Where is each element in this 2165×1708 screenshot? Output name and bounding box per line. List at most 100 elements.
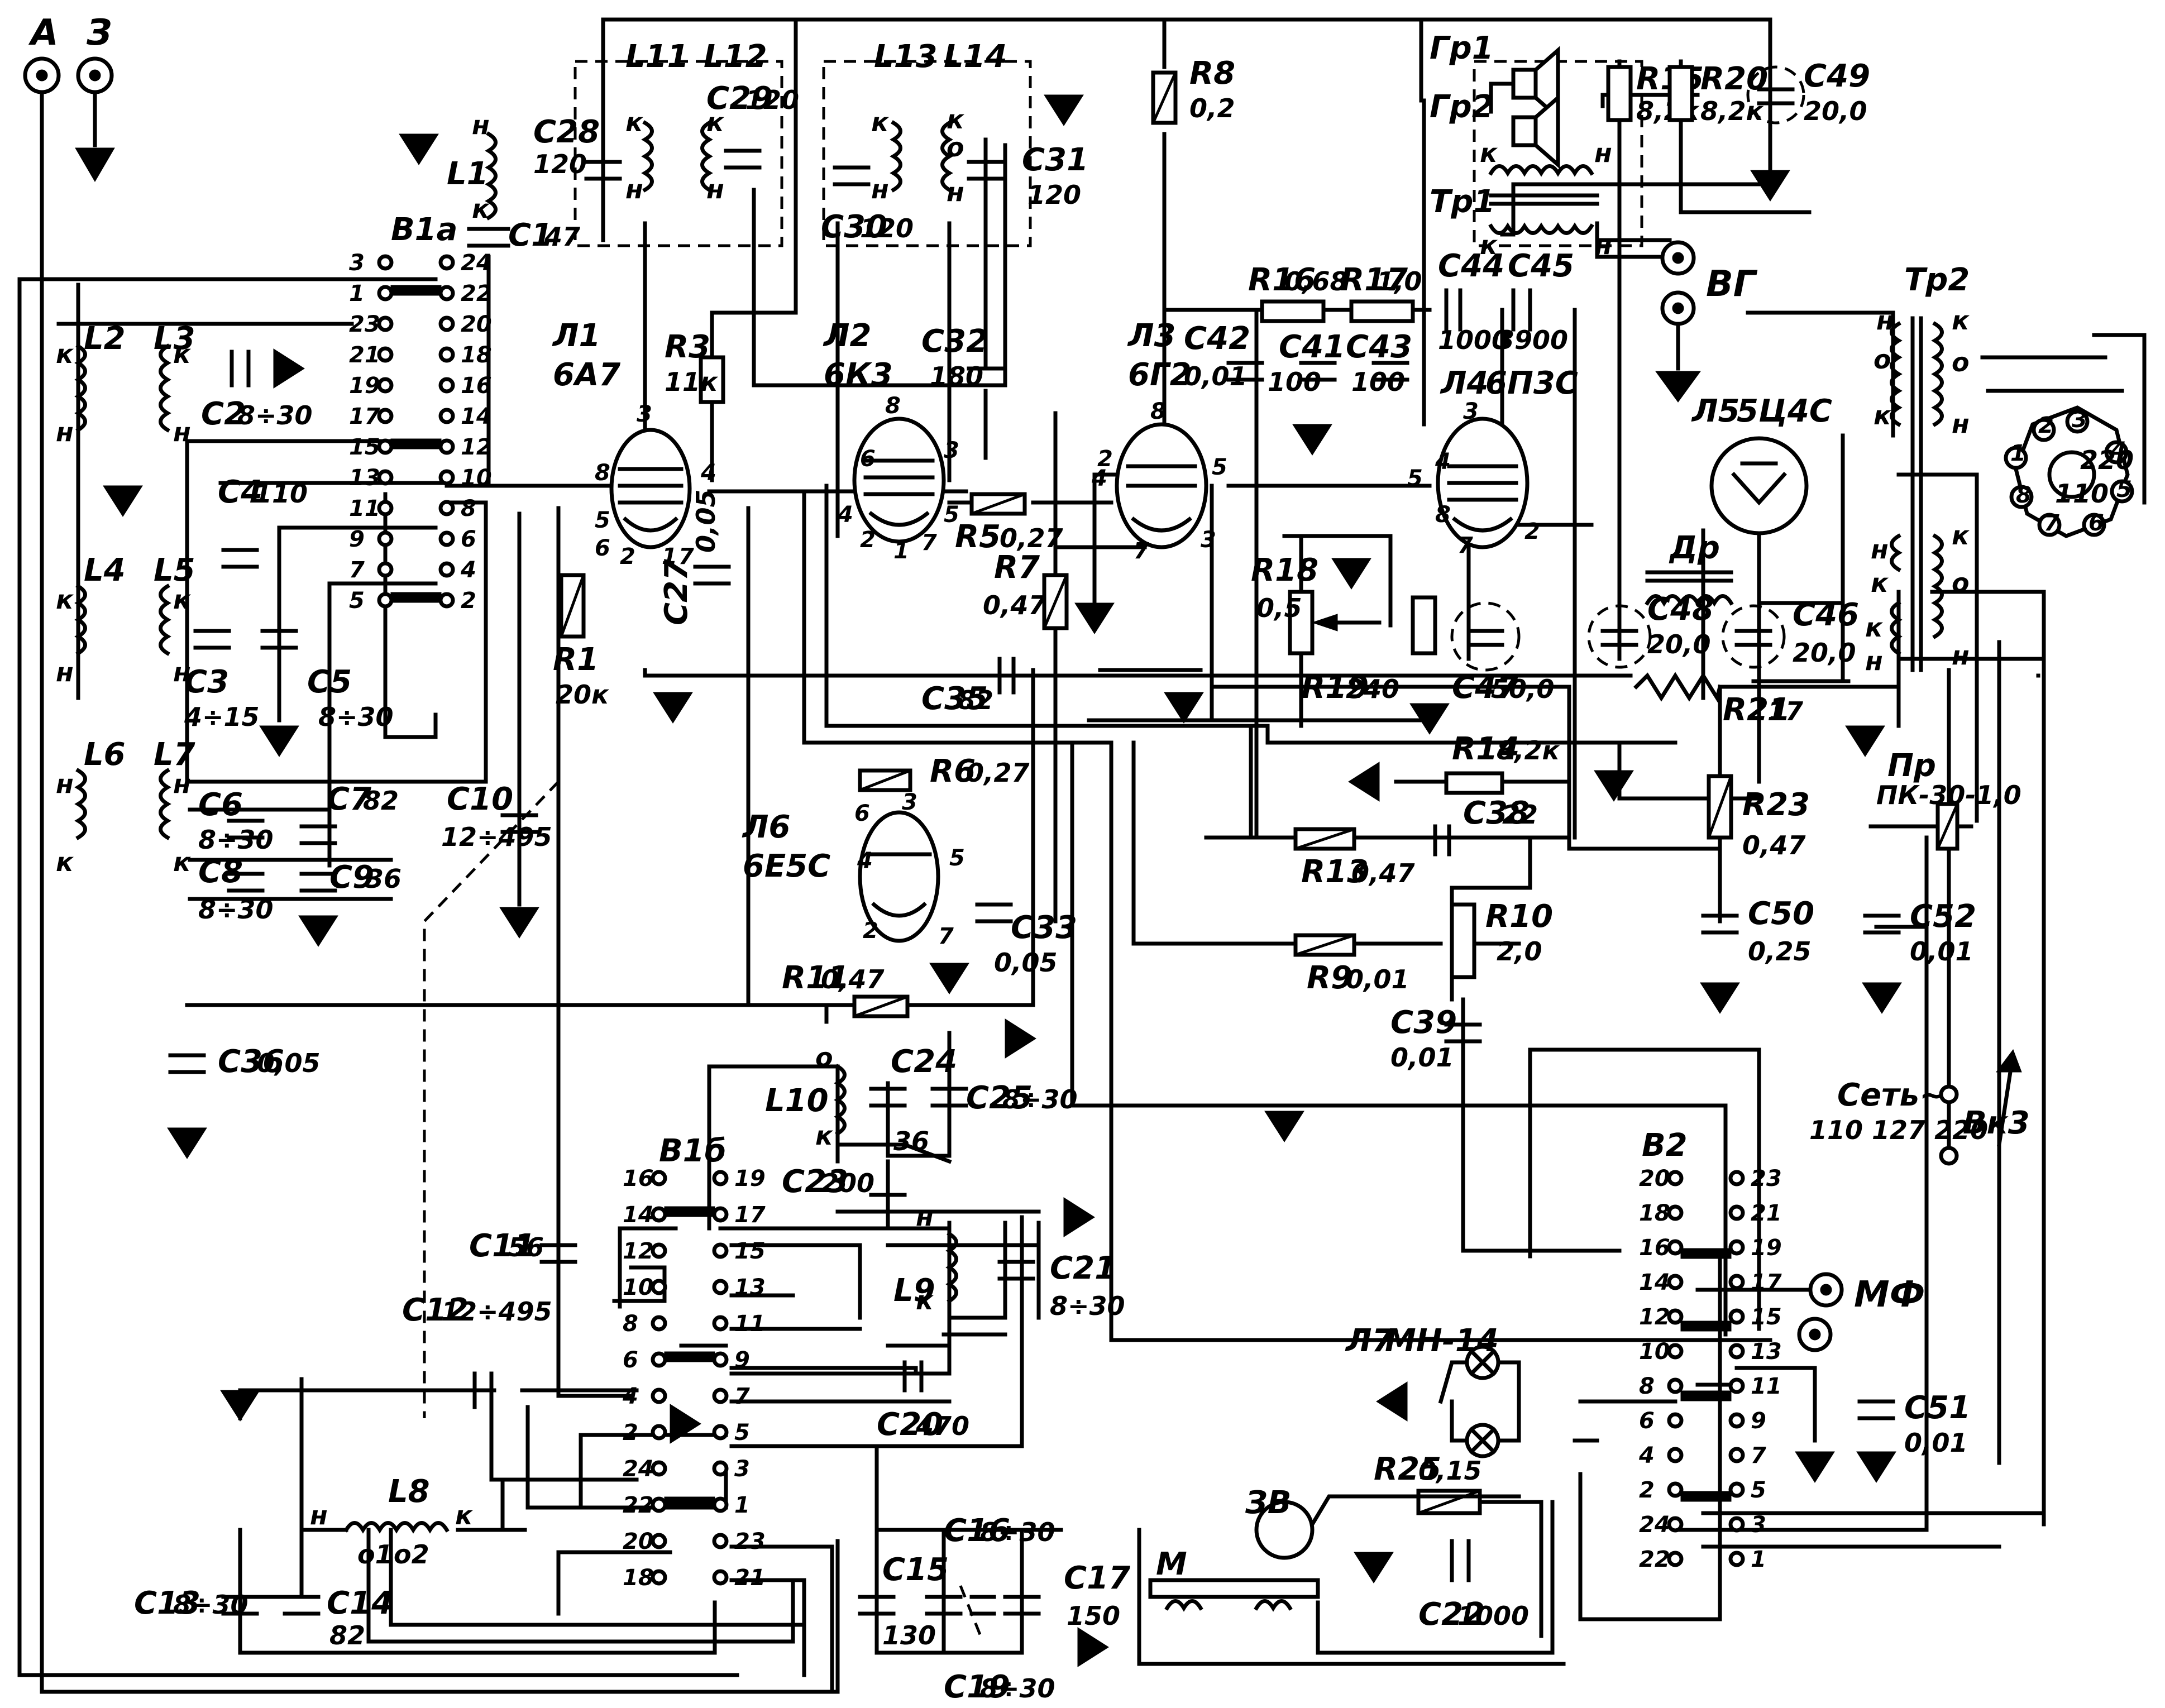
svg-text:8÷30: 8÷30 (318, 702, 394, 732)
switch-contact[interactable] (438, 438, 455, 455)
svg-text:130: 130 (882, 1620, 936, 1650)
switch-contact[interactable] (1728, 1274, 1745, 1290)
svg-text:3: 3 (1201, 527, 1216, 553)
switch-contact[interactable] (1667, 1343, 1684, 1360)
switch-contact[interactable] (1728, 1481, 1745, 1498)
switch-contact[interactable] (1667, 1377, 1684, 1394)
switch-contact[interactable] (712, 1424, 729, 1441)
switch-contact-label: 20 (1639, 1166, 1670, 1192)
switch-contact[interactable] (712, 1351, 729, 1368)
switch-contact[interactable] (377, 285, 394, 302)
switch-contact[interactable] (712, 1242, 729, 1259)
switch-contact-label: 6 (1639, 1408, 1655, 1434)
switch-contact[interactable] (1667, 1551, 1684, 1567)
switch-contact[interactable] (1667, 1308, 1684, 1325)
switch-contact[interactable] (438, 315, 455, 332)
switch-b2[interactable]: В2 (1642, 1127, 1688, 1164)
switch-contact[interactable] (377, 500, 394, 516)
switch-contact[interactable] (651, 1242, 667, 1259)
switch-contact[interactable] (1728, 1204, 1745, 1221)
svg-text:2: 2 (620, 544, 635, 570)
switch-contact[interactable] (651, 1460, 667, 1477)
switch-contact[interactable] (1728, 1377, 1745, 1394)
switch-contact[interactable] (712, 1496, 729, 1513)
switch-contact[interactable] (651, 1424, 667, 1441)
switch-contact[interactable] (712, 1388, 729, 1404)
switch-contact[interactable] (377, 592, 394, 609)
switch-contact[interactable] (377, 530, 394, 547)
mains-switch[interactable]: Сеть~ 110 127 220 Вк3 (1809, 1049, 2030, 1166)
switch-contact[interactable] (438, 592, 455, 609)
switch-contact[interactable] (1728, 1239, 1745, 1256)
switch-contact[interactable] (1667, 1204, 1684, 1221)
switch-contact[interactable] (438, 561, 455, 578)
switch-contact[interactable] (651, 1569, 667, 1586)
switch-contact[interactable] (651, 1351, 667, 1368)
switch-contact[interactable] (438, 530, 455, 547)
switch-contact[interactable] (1667, 1239, 1684, 1256)
switch-contact[interactable] (1667, 1412, 1684, 1429)
switch-contact[interactable] (1728, 1412, 1745, 1429)
switch-contact[interactable] (377, 254, 394, 271)
switch-contact[interactable] (1728, 1170, 1745, 1186)
switch-contact[interactable] (651, 1496, 667, 1513)
switch-contact[interactable] (438, 500, 455, 516)
mic-terminal[interactable]: МФ (1797, 1272, 1925, 1352)
pickup-terminal[interactable]: ВГ (1655, 240, 1758, 403)
switch-contact[interactable] (377, 438, 394, 455)
switch-contact[interactable] (377, 346, 394, 363)
ground-terminal[interactable]: З (75, 12, 115, 182)
switch-contact[interactable] (651, 1279, 667, 1295)
switch-contact[interactable] (438, 408, 455, 424)
switch-contact[interactable] (377, 469, 394, 486)
switch-contact[interactable] (712, 1460, 729, 1477)
switch-contact[interactable] (438, 377, 455, 394)
switch-contact[interactable] (1667, 1274, 1684, 1290)
switch-contact[interactable] (651, 1206, 667, 1223)
switch-contact[interactable] (712, 1279, 729, 1295)
switch-contact[interactable] (1667, 1447, 1684, 1463)
switch-contact[interactable] (1728, 1516, 1745, 1533)
switch-contact[interactable] (651, 1533, 667, 1549)
svg-text:12÷495: 12÷495 (441, 1296, 552, 1327)
switch-contact[interactable] (1728, 1551, 1745, 1567)
switch-b1a[interactable]: В1а (391, 212, 457, 248)
antenna-terminal[interactable]: А (23, 12, 61, 94)
switch-contact[interactable] (1728, 1308, 1745, 1325)
switch-contact[interactable] (438, 285, 455, 302)
switch-contact[interactable] (1667, 1170, 1684, 1186)
switch-contact-label: 18 (623, 1565, 654, 1591)
switch-contact[interactable] (712, 1206, 729, 1223)
switch-contact[interactable] (438, 254, 455, 271)
switch-contact[interactable] (1728, 1343, 1745, 1360)
switch-contact[interactable] (1667, 1481, 1684, 1498)
switch-contact[interactable] (438, 469, 455, 486)
svg-text:120: 120 (745, 85, 799, 115)
switch-contact[interactable] (712, 1569, 729, 1586)
switch-contact[interactable] (712, 1533, 729, 1549)
voltage-selector[interactable]: 1 2 3 4 5 6 7 8 110 220 (2004, 405, 2134, 538)
switch-contact[interactable] (1667, 1516, 1684, 1533)
switch-contact[interactable] (712, 1170, 729, 1186)
switch-contact[interactable] (651, 1315, 667, 1332)
svg-text:20,0: 20,0 (1804, 96, 1867, 126)
svg-text:110 127 220: 110 127 220 (1809, 1115, 1988, 1145)
switch-contact[interactable] (438, 346, 455, 363)
switch-contact[interactable] (377, 377, 394, 394)
switch-contact[interactable] (651, 1170, 667, 1186)
switch-b1b[interactable]: В1б (659, 1133, 727, 1169)
switch-contact[interactable] (377, 408, 394, 424)
switch-contact[interactable] (1728, 1447, 1745, 1463)
switch-contact[interactable] (377, 561, 394, 578)
switch-contact[interactable] (651, 1388, 667, 1404)
switch-contact[interactable] (712, 1315, 729, 1332)
switch-contact[interactable] (377, 315, 394, 332)
